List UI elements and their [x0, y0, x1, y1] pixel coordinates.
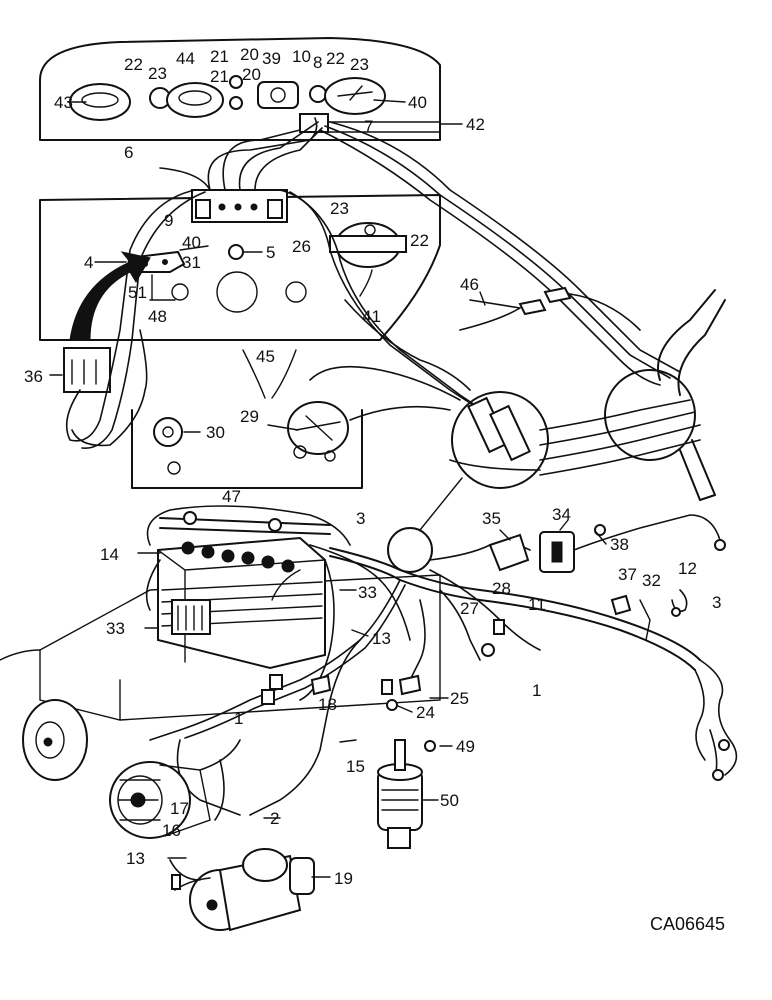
- callout-38: 38: [610, 535, 629, 554]
- callout-24: 24: [416, 703, 435, 722]
- starter: [169, 848, 315, 932]
- instrument-panel: [39, 37, 441, 141]
- callout-39: 39: [262, 49, 281, 68]
- callout-22: 22: [326, 49, 345, 68]
- leader-lines: [49, 99, 607, 878]
- battery: [145, 505, 411, 701]
- callout-22: 22: [124, 55, 143, 74]
- callout-27: 27: [460, 599, 479, 618]
- diagram-code: CA06645: [650, 914, 725, 934]
- callout-25: 25: [450, 689, 469, 708]
- callout-21: 21: [210, 47, 229, 66]
- callout-7: 7: [364, 117, 373, 136]
- callout-15: 15: [346, 757, 365, 776]
- callout-23: 23: [148, 64, 167, 83]
- callout-13: 13: [372, 629, 391, 648]
- callout-3: 3: [712, 593, 721, 612]
- callout-44: 44: [176, 49, 195, 68]
- callout-8: 8: [313, 53, 322, 72]
- callout-13: 13: [126, 849, 145, 868]
- lower-harness: [149, 514, 738, 821]
- callout-48: 48: [148, 307, 167, 326]
- callout-50: 50: [440, 791, 459, 810]
- callout-46: 46: [460, 275, 479, 294]
- callout-43: 43: [54, 93, 73, 112]
- callout-26: 26: [292, 237, 311, 256]
- ignition-coil: [339, 739, 436, 849]
- callout-33: 33: [106, 619, 125, 638]
- callout-45: 45: [256, 347, 275, 366]
- callout-31: 31: [182, 253, 201, 272]
- callout-10: 10: [292, 47, 311, 66]
- engine-block: [0, 574, 441, 781]
- callout-12: 12: [678, 559, 697, 578]
- callout-18: 18: [318, 695, 337, 714]
- callout-4: 4: [84, 253, 93, 272]
- callout-2: 2: [270, 809, 279, 828]
- callout-17: 17: [170, 799, 189, 818]
- callout-labels: 43 22 23 44 21 21 20 20 39 10 8 22 23 40…: [24, 45, 721, 888]
- callout-37: 37: [618, 565, 637, 584]
- callout-20: 20: [240, 45, 259, 64]
- callout-9: 9: [164, 211, 173, 230]
- callout-30: 30: [206, 423, 225, 442]
- callout-21: 21: [210, 67, 229, 86]
- callout-34: 34: [552, 505, 571, 524]
- callout-6: 6: [124, 143, 133, 162]
- callout-23: 23: [350, 55, 369, 74]
- callout-35: 35: [482, 509, 501, 528]
- callout-20: 20: [242, 65, 261, 84]
- callout-1: 1: [234, 709, 243, 728]
- callout-19: 19: [334, 869, 353, 888]
- callout-42: 42: [466, 115, 485, 134]
- callout-32: 32: [642, 571, 661, 590]
- upper-harness: [65, 117, 726, 531]
- callout-33: 33: [358, 583, 377, 602]
- callout-14: 14: [100, 545, 119, 564]
- callout-23: 23: [330, 199, 349, 218]
- callout-1: 1: [532, 681, 541, 700]
- battery-caps: [181, 541, 295, 573]
- callout-11: 11: [528, 595, 546, 614]
- callout-29: 29: [240, 407, 259, 426]
- callout-49: 49: [456, 737, 475, 756]
- callout-40: 40: [408, 93, 427, 112]
- callout-51: 51: [128, 283, 147, 302]
- callout-22: 22: [410, 231, 429, 250]
- callout-47: 47: [222, 487, 241, 506]
- relay: [63, 251, 151, 393]
- callout-41: 41: [362, 307, 381, 326]
- callout-36: 36: [24, 367, 43, 386]
- callout-28: 28: [492, 579, 511, 598]
- callout-40: 40: [182, 233, 201, 252]
- alternator: [109, 739, 241, 839]
- callout-3: 3: [356, 509, 365, 528]
- callout-5: 5: [266, 243, 275, 262]
- switch-panel: [131, 401, 363, 489]
- callout-16: 16: [162, 821, 181, 840]
